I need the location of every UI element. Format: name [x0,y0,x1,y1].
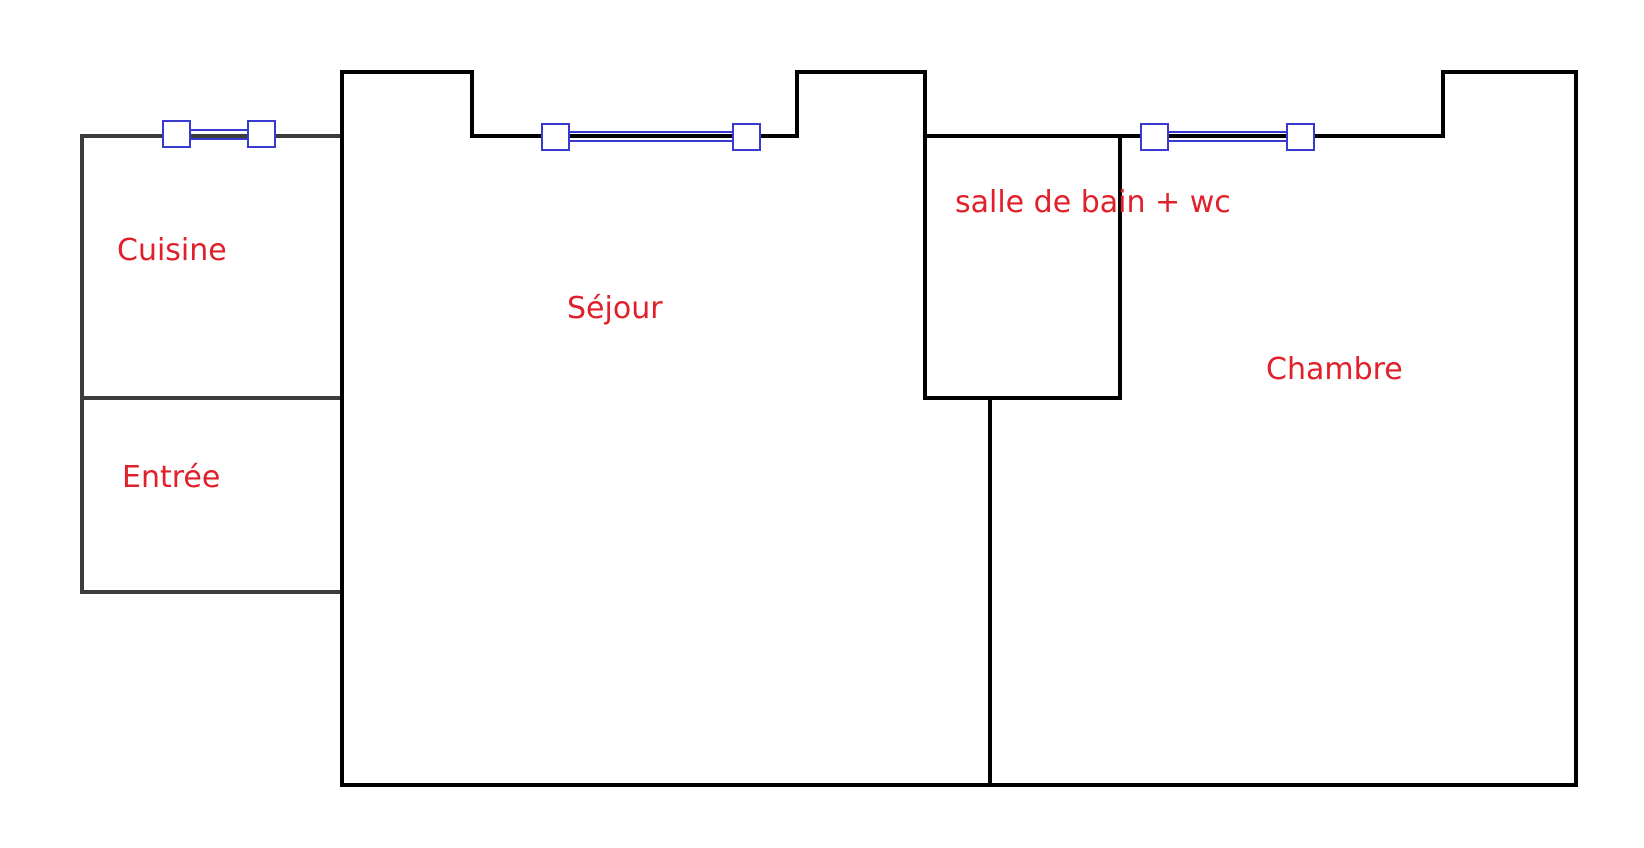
kitchen-entrance-outer-wall [80,134,342,594]
left-wing-walls [80,134,342,594]
window-cuisine[interactable] [162,120,276,148]
window-sejour[interactable] [541,123,761,151]
window-handle[interactable] [541,123,570,151]
window-handle[interactable] [1140,123,1169,151]
window-handle[interactable] [732,123,761,151]
room-label-cuisine: Cuisine [117,233,227,268]
bathroom-walls [923,134,1122,400]
room-label-salle-de-bain: salle de bain + wc [955,185,1231,220]
room-label-entree: Entrée [122,460,220,495]
window-chambre[interactable] [1140,123,1315,151]
window-handle[interactable] [162,120,191,148]
main-walls [340,70,1578,787]
room-label-chambre: Chambre [1266,352,1403,387]
window-handle[interactable] [1286,123,1315,151]
window-handle[interactable] [247,120,276,148]
main-outer-wall [340,70,1578,787]
room-label-sejour: Séjour [567,291,663,326]
